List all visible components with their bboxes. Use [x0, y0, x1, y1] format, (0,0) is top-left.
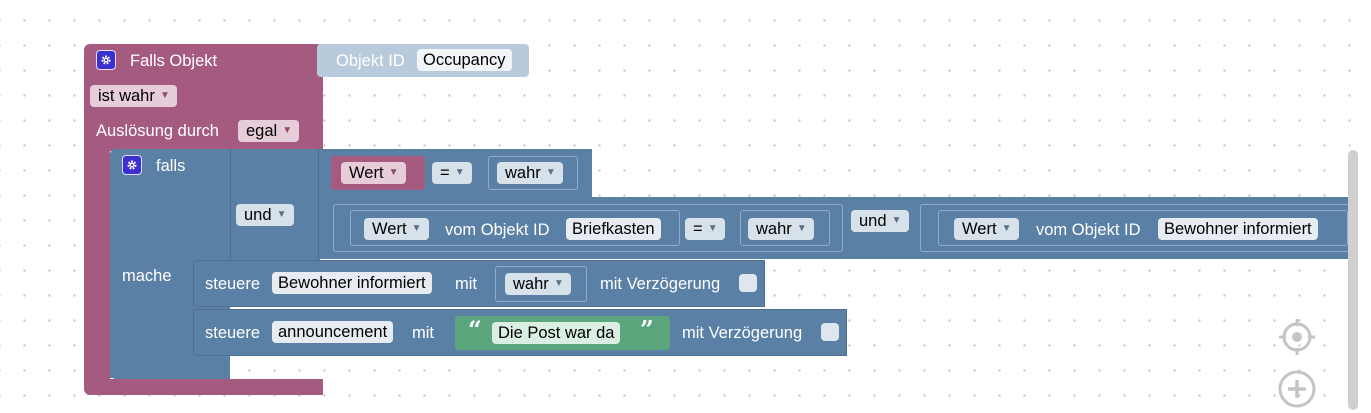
event-title: Falls Objekt — [130, 52, 218, 70]
chevron-down-icon: ▼ — [796, 223, 807, 234]
value-dropdown-value: Wert — [372, 220, 407, 238]
bool-dropdown-value: wahr — [505, 164, 541, 182]
value-dropdown[interactable]: Wert ▼ — [364, 218, 429, 240]
steuere-label: steuere — [205, 324, 261, 342]
chevron-down-icon: ▼ — [545, 167, 556, 178]
and-dropdown[interactable]: und ▼ — [236, 204, 294, 226]
trigger-dropdown-value: egal — [246, 122, 278, 140]
target-object-field[interactable]: announcement — [272, 321, 394, 343]
chevron-down-icon: ▼ — [707, 223, 718, 234]
bool-dropdown[interactable]: wahr ▼ — [505, 273, 571, 295]
value-dropdown[interactable]: Wert ▼ — [954, 218, 1019, 240]
bool-dropdown-value: wahr — [513, 275, 549, 293]
trigger-dropdown[interactable]: egal ▼ — [238, 120, 300, 142]
if-block-foot — [110, 360, 230, 378]
trigger-label: Auslösung durch — [96, 122, 219, 140]
bool-block[interactable] — [495, 266, 587, 302]
and-dropdown-value: und — [244, 206, 272, 224]
delay-label: mit Verzögerung — [682, 324, 803, 342]
operator-dropdown-value: = — [693, 220, 703, 238]
of-object-label: vom Objekt ID — [1036, 221, 1141, 239]
value-dropdown-value: Wert — [349, 164, 384, 182]
bool-block[interactable] — [740, 210, 830, 246]
target-object-field[interactable]: Bewohner informiert — [272, 272, 432, 294]
compare-block[interactable] — [920, 204, 1360, 252]
condition-dropdown[interactable]: ist wahr ▼ — [90, 85, 177, 107]
compare-block[interactable] — [333, 204, 843, 252]
and-dropdown[interactable]: und ▼ — [851, 210, 909, 232]
operator-dropdown[interactable]: = ▼ — [685, 218, 725, 240]
gear-icon[interactable] — [96, 50, 116, 70]
operator-dropdown-value: = — [440, 164, 450, 182]
chevron-down-icon: ▼ — [1001, 223, 1012, 234]
bool-dropdown[interactable]: wahr ▼ — [497, 162, 563, 184]
bool-dropdown-value: wahr — [756, 220, 792, 238]
open-quote-icon: “ — [468, 315, 482, 344]
mache-label: mache — [122, 267, 172, 285]
object-id-field[interactable]: Briefkasten — [566, 218, 661, 240]
falls-label: falls — [156, 157, 186, 175]
value-dropdown[interactable]: Wert ▼ — [341, 162, 406, 184]
chevron-down-icon: ▼ — [411, 223, 422, 234]
zoom-in-icon[interactable] — [1278, 370, 1316, 408]
object-id-label: Objekt ID — [336, 52, 405, 70]
bool-block[interactable] — [488, 156, 578, 190]
value-of-object-block[interactable] — [938, 210, 1348, 246]
close-quote-icon: ” — [640, 315, 654, 344]
gear-icon[interactable] — [122, 155, 142, 175]
chevron-down-icon: ▼ — [282, 125, 293, 136]
chevron-down-icon: ▼ — [553, 278, 564, 289]
bool-dropdown[interactable]: wahr ▼ — [748, 218, 814, 240]
chevron-down-icon: ▼ — [454, 167, 465, 178]
operator-dropdown[interactable]: = ▼ — [432, 162, 472, 184]
event-block-arm — [84, 140, 110, 385]
target-icon[interactable] — [1278, 318, 1316, 356]
vertical-scrollbar[interactable] — [1348, 150, 1358, 410]
with-label: mit — [455, 275, 477, 293]
of-object-label: vom Objekt ID — [445, 221, 550, 239]
and-dropdown-value: und — [859, 212, 887, 230]
chevron-down-icon: ▼ — [276, 209, 287, 220]
chevron-down-icon: ▼ — [159, 90, 170, 101]
object-id-field[interactable]: Bewohner informiert — [1158, 218, 1318, 240]
object-id-field[interactable]: Occupancy — [417, 49, 512, 71]
delay-checkbox[interactable] — [739, 274, 757, 292]
operator-label: = — [1356, 221, 1366, 239]
chevron-down-icon: ▼ — [388, 167, 399, 178]
steuere-label: steuere — [205, 275, 261, 293]
with-label: mit — [412, 324, 434, 342]
value-of-object-block[interactable] — [350, 210, 680, 246]
text-field[interactable]: Die Post war da — [492, 322, 621, 344]
chevron-down-icon: ▼ — [891, 215, 902, 226]
event-block-foot — [84, 379, 323, 395]
condition-dropdown-value: ist wahr — [98, 87, 155, 105]
delay-label: mit Verzögerung — [600, 275, 721, 293]
value-dropdown-value: Wert — [962, 220, 997, 238]
delay-checkbox[interactable] — [821, 323, 839, 341]
